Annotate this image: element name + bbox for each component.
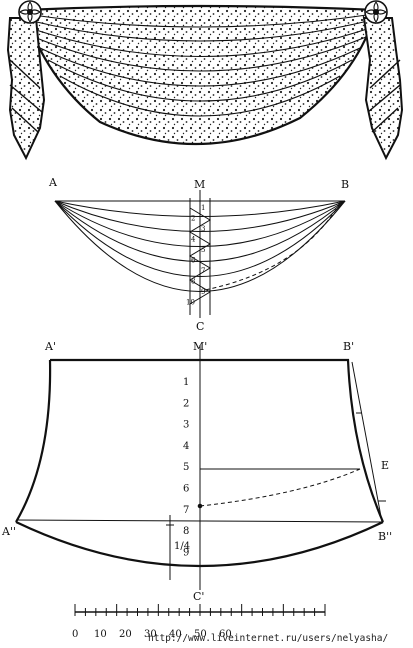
scale-label: 60 (219, 629, 232, 640)
watermark-link[interactable]: http://www.liveinternet.ru/users/nelyash… (148, 633, 388, 644)
left-rosette-icon (18, 0, 42, 24)
point-b2-label: B'' (378, 530, 392, 543)
right-rosette-icon (364, 0, 388, 24)
center-number: 9 (183, 547, 189, 558)
scale-label: 10 (94, 629, 107, 640)
point-a2-label: A'' (1, 525, 16, 538)
fold-number: 8 (191, 278, 195, 286)
fold-number: 7 (201, 267, 205, 275)
center-number: 4 (183, 441, 189, 452)
point-m-label: M (194, 178, 205, 191)
fold-number: 4 (191, 236, 196, 244)
fold-number: 9 (201, 288, 205, 296)
center-number: 3 (183, 420, 189, 431)
fold-number: 6 (191, 257, 196, 265)
swag-folds (25, 13, 375, 117)
center-number: 6 (183, 484, 189, 495)
scale-label: 50 (194, 629, 207, 640)
scale-label: 20 (119, 629, 132, 640)
scale-label: 30 (144, 629, 157, 640)
fold-number: 2 (191, 215, 195, 223)
point-b-label: B (341, 178, 349, 191)
scale-labels: 0 10 20 30 40 50 60 (72, 629, 232, 640)
point-m1-label: M' (193, 340, 207, 353)
fold-number: 3 (201, 225, 205, 233)
quarter-mark: 1/4 (174, 541, 190, 552)
point-b1-label: B' (343, 340, 354, 353)
center-number: 5 (183, 462, 189, 473)
pattern-piece (15, 345, 386, 590)
center-number: 8 (183, 526, 189, 537)
center-number: 7 (183, 505, 189, 516)
center-number: 1 (183, 377, 189, 388)
left-jabot (6, 17, 46, 161)
point-c1-label: C' (193, 590, 204, 603)
scale-label: 0 (72, 629, 78, 640)
point-e-label: E (381, 459, 389, 472)
fold-number: 10 (186, 299, 195, 307)
point-a-label: A (48, 176, 58, 189)
fold-number: 5 (201, 246, 205, 254)
center-numbers: 1 2 3 4 5 6 7 8 9 (183, 377, 189, 558)
fold-number: 1 (201, 204, 205, 212)
swag-fabric (22, 4, 378, 146)
point-c-label: C (196, 320, 204, 333)
swag-illustration (6, 0, 404, 161)
swag-scheme (54, 190, 346, 318)
point-a1-label: A' (44, 340, 56, 353)
center-number: 2 (183, 398, 189, 409)
right-jabot (362, 17, 404, 161)
scale-label: 40 (169, 629, 182, 640)
scale-bar (74, 604, 326, 616)
